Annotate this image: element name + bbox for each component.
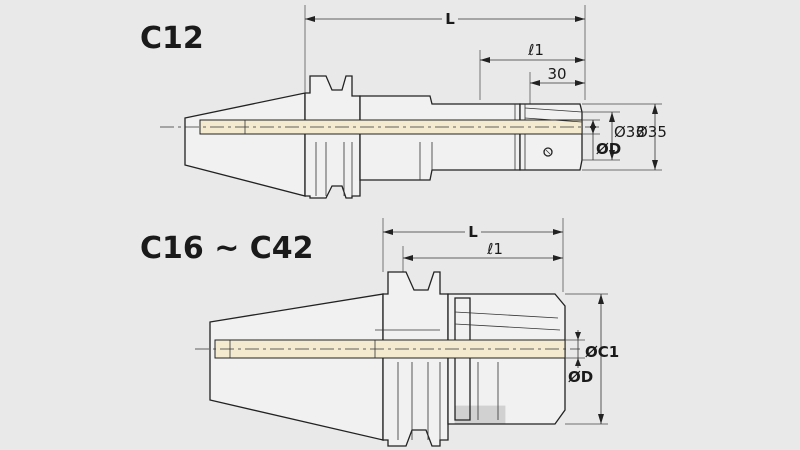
label-bore-diameter-bottom: ØD	[568, 368, 593, 386]
label-30-top: 30	[547, 65, 566, 83]
dimension-overall-length-bottom: L	[382, 218, 564, 292]
model-label-c12: C12	[140, 21, 204, 56]
label-L-top: L	[445, 10, 455, 28]
bottom-holder-body	[195, 271, 580, 447]
dimension-overall-length-top: L	[304, 5, 586, 100]
dimension-clamping-length-bottom: ℓ1	[402, 240, 563, 276]
dimension-diameters-bottom: ØC1 ØD	[565, 293, 619, 425]
label-diameter-33: Ø33	[614, 123, 645, 141]
bottom-drawing: C16 ~ C42 L ℓ1	[140, 218, 619, 447]
knurled-ring	[454, 405, 506, 425]
dimension-diameters-top: Ø33 Ø35 ØD	[582, 103, 667, 171]
top-drawing: C12 L ℓ1 30	[140, 5, 667, 199]
label-bore-diameter-top: ØD	[596, 140, 621, 158]
model-label-c16-c42: C16 ~ C42	[140, 231, 314, 266]
label-l1-top: ℓ1	[527, 41, 544, 59]
label-collar-diameter: ØC1	[585, 343, 619, 361]
label-diameter-35: Ø35	[636, 123, 667, 141]
label-l1-bottom: ℓ1	[486, 240, 503, 258]
dimension-clamping-length-top: ℓ1	[479, 41, 585, 100]
label-L-bottom: L	[468, 223, 478, 241]
top-holder-body	[160, 75, 600, 199]
dimension-nose-length-top: 30	[529, 65, 585, 104]
